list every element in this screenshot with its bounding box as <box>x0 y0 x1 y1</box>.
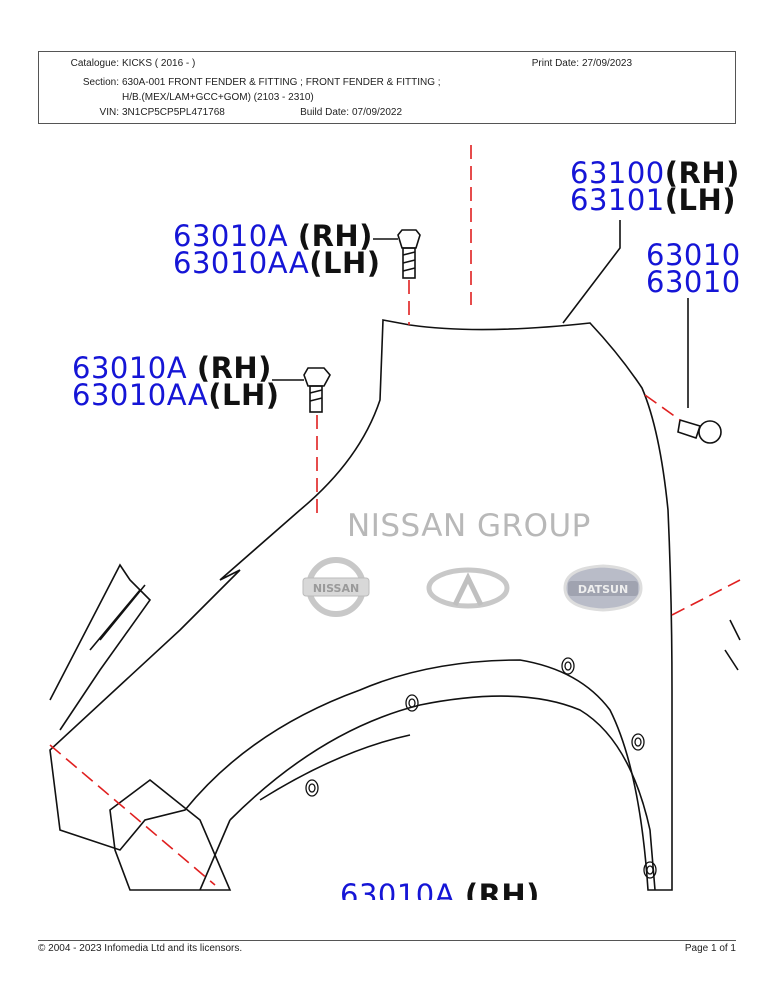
parts-diagram: 63100(RH) 63101(LH) 63010 63010 63010A (… <box>0 130 772 900</box>
part-number[interactable]: 63010A <box>173 219 289 253</box>
part-number[interactable]: 63101 <box>570 183 665 217</box>
part-label-clip-left[interactable]: 63010A (RH) 63010AA(LH) <box>72 354 280 412</box>
vin-value: 3N1CP5CP5PL471768 <box>122 107 225 118</box>
bolt-right <box>677 418 722 444</box>
catalogue-label: Catalogue: <box>70 58 119 69</box>
watermark-text: NISSAN GROUP <box>347 508 591 544</box>
fender-outline <box>49 319 673 891</box>
part-number[interactable]: 63010AA <box>173 246 310 280</box>
section-label: Section: <box>82 77 119 88</box>
part-label-clip-bottom[interactable]: 63010A (RH) <box>340 881 540 901</box>
vin-label: VIN: <box>99 107 119 118</box>
part-number[interactable]: 63100 <box>570 156 665 190</box>
part-label-bolt[interactable]: 63010 63010 <box>646 241 741 299</box>
part-number[interactable]: 63010 <box>646 265 741 299</box>
build-date-value: 07/09/2022 <box>352 107 403 118</box>
part-number[interactable]: 63010 <box>646 238 741 272</box>
page-number: Page 1 of 1 <box>684 943 736 954</box>
part-label-fender[interactable]: 63100(RH) 63101(LH) <box>570 159 740 217</box>
fender-drawing <box>49 145 741 891</box>
part-label-clip-upper[interactable]: 63010A (RH) 63010AA(LH) <box>173 222 381 280</box>
document-header: Catalogue: KICKS ( 2016 - ) Print Date: … <box>38 51 736 124</box>
build-date-label: Build Date: <box>300 107 349 118</box>
side-label: (RH) <box>196 351 272 385</box>
side-label: (LH) <box>208 378 280 412</box>
wheel-arch-inner <box>229 695 656 891</box>
side-label: (RH) <box>297 219 373 253</box>
part-number[interactable]: 63010A <box>340 878 456 901</box>
side-label: (LH) <box>664 183 737 217</box>
bolt-left <box>303 367 331 413</box>
part-number[interactable]: 63010A <box>72 351 188 385</box>
bolt-upper <box>397 229 421 279</box>
side-label: (RH) <box>664 156 740 190</box>
print-date-label: Print Date: <box>531 58 579 69</box>
side-label: (LH) <box>309 246 381 280</box>
part-number[interactable]: 63010AA <box>72 378 209 412</box>
copyright-text: © 2004 - 2023 Infomedia Ltd and its lice… <box>38 943 243 954</box>
print-date-value: 27/09/2023 <box>582 58 633 69</box>
section-line-1: 630A-001 FRONT FENDER & FITTING ; FRONT … <box>122 77 441 88</box>
page-footer: © 2004 - 2023 Infomedia Ltd and its lice… <box>38 940 736 954</box>
catalogue-value: KICKS ( 2016 - ) <box>122 58 196 69</box>
section-line-2: H/B.(MEX/LAM+GCC+GOM) (2103 - 2310) <box>122 92 314 103</box>
side-label: (RH) <box>464 878 540 901</box>
